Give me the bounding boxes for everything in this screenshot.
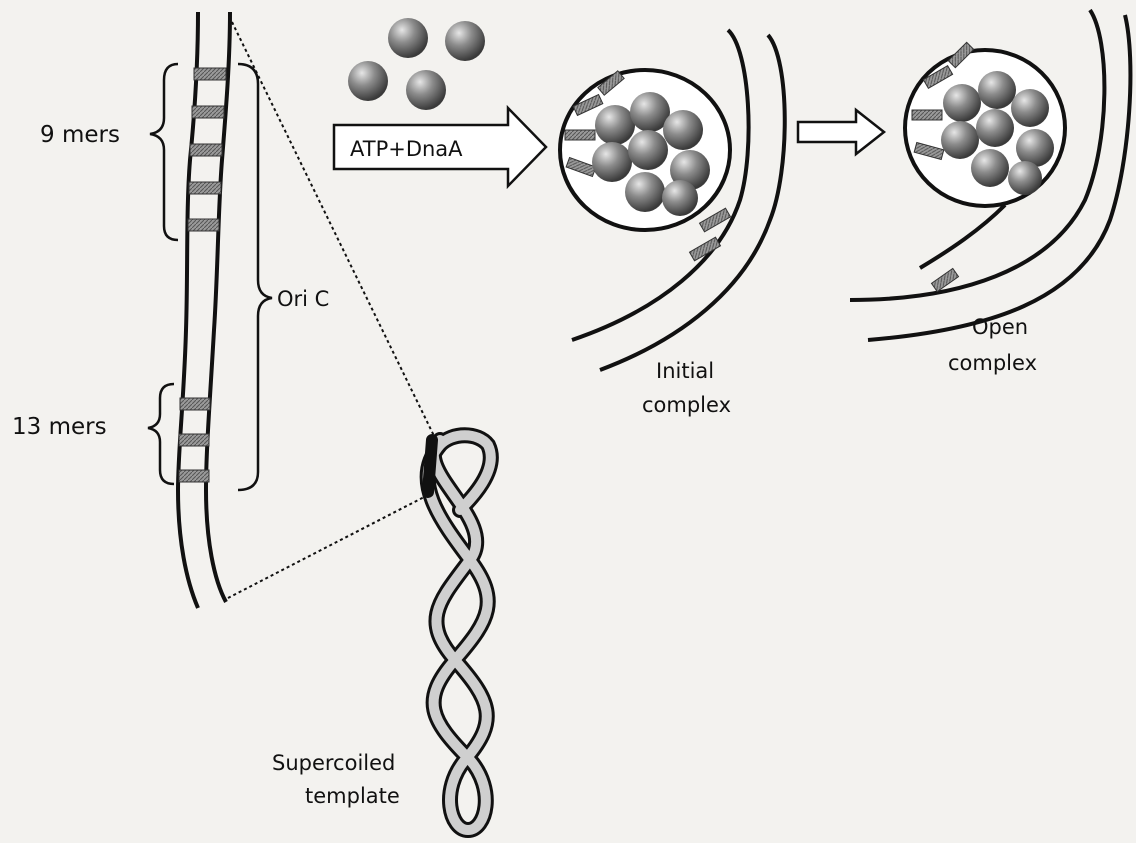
dnaa-protein-3 — [348, 61, 388, 101]
initial-complex-label-line2: complex — [642, 393, 731, 417]
zoom-line-top — [232, 22, 436, 440]
supercoiled-template — [428, 435, 491, 830]
oric-dna-strand — [178, 12, 230, 608]
nine-mers-brace — [150, 64, 178, 240]
dnaa-protein-4 — [406, 70, 446, 110]
dnaa-protein-1 — [388, 18, 428, 58]
open-complex — [850, 10, 1130, 340]
progression-arrow — [798, 110, 884, 154]
open-complex-label-line2: complex — [948, 351, 1037, 375]
zoom-line-bottom — [228, 496, 426, 598]
atp-dnaa-arrow: ATP+DnaA — [334, 108, 546, 186]
open-complex-label-line1: Open — [972, 315, 1028, 339]
thirteen-mers-brace — [148, 384, 174, 484]
supercoiled-label-line1: Supercoiled — [272, 751, 395, 775]
dnaa-protein-2 — [445, 21, 485, 61]
ori-c-brace — [238, 64, 272, 490]
initial-complex — [560, 30, 785, 370]
initial-complex-label-line1: Initial — [656, 359, 714, 383]
ori-c-label: Ori C — [277, 287, 329, 311]
free-dnaa-proteins — [348, 18, 485, 110]
nine-mers-label: 9 mers — [40, 122, 120, 148]
thirteen-mers-label: 13 mers — [12, 414, 107, 440]
atp-dnaa-label: ATP+DnaA — [350, 137, 463, 161]
supercoiled-label-line2: template — [305, 784, 400, 808]
